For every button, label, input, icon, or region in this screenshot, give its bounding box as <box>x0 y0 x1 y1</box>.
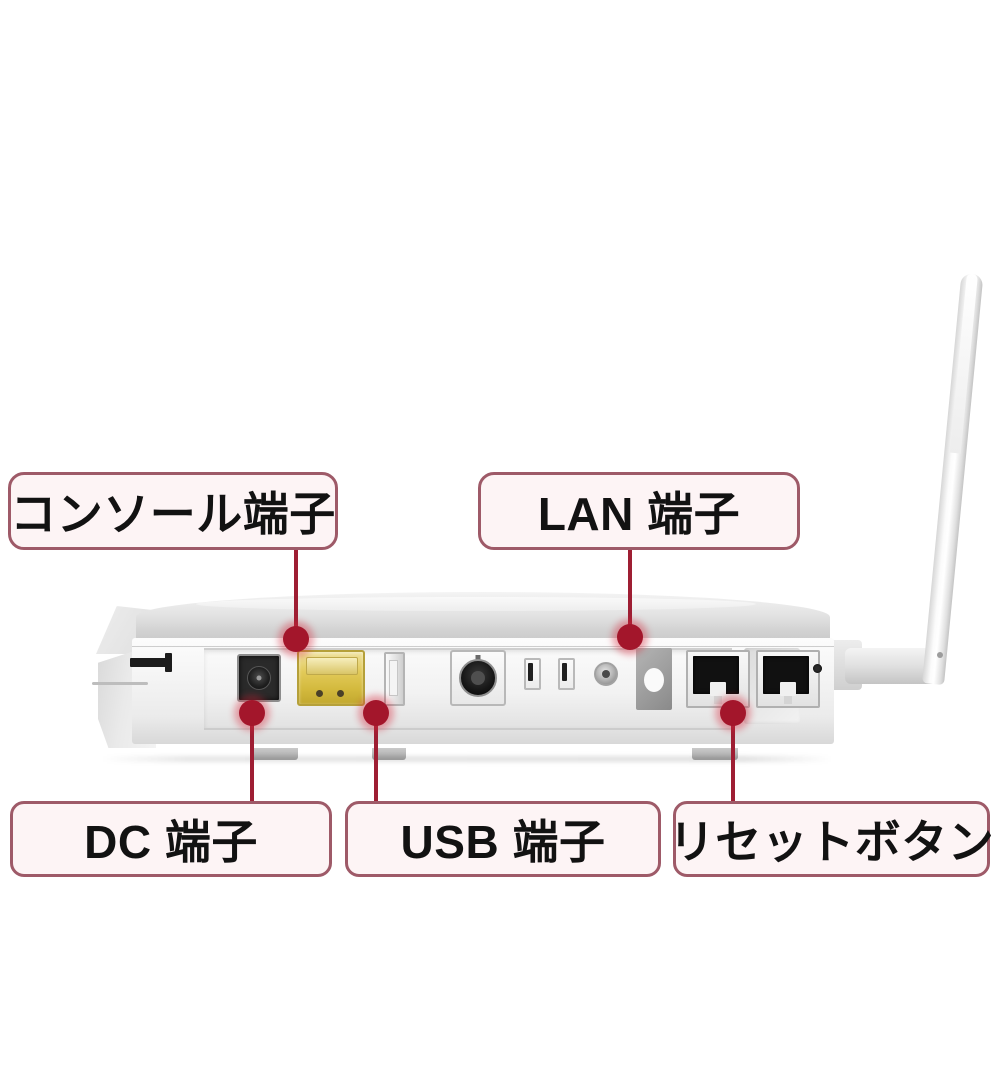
antenna-screw <box>937 652 943 658</box>
callout-label-console: コンソール端子 <box>8 472 338 550</box>
lan-port-key <box>780 682 796 696</box>
leader-line-usb <box>374 712 378 804</box>
dc-center-pin <box>256 675 262 681</box>
reset-pinhole <box>813 664 822 673</box>
din-ring <box>459 659 497 697</box>
mini-slot-inner <box>562 663 567 681</box>
console-contact <box>337 690 344 697</box>
usb-tongue <box>389 660 398 696</box>
lan-port-key <box>710 682 726 696</box>
callout-label-dc: DC 端子 <box>10 801 332 877</box>
usb-port <box>384 652 405 706</box>
marker-dot-dc <box>239 700 265 726</box>
rubber-foot <box>372 748 406 760</box>
leader-line-dc <box>250 712 254 804</box>
security-lock-slot-icon <box>130 653 172 672</box>
console-contact <box>316 690 323 697</box>
console-slot <box>306 657 358 675</box>
dc-power-jack <box>237 654 281 702</box>
gray-block <box>636 648 672 710</box>
top-cover-highlight <box>196 597 756 611</box>
leader-line-lan <box>628 549 632 637</box>
rubber-foot <box>250 748 298 760</box>
marker-dot-console <box>283 626 309 652</box>
device-top-cover <box>136 592 830 646</box>
gray-block-hole <box>644 668 664 692</box>
console-port <box>297 650 365 706</box>
round-jack <box>594 662 618 686</box>
base-shadow <box>102 756 832 762</box>
leader-line-console <box>294 549 298 641</box>
lan-port <box>756 650 820 708</box>
mini-slot <box>524 658 541 690</box>
wifi-antenna-icon <box>922 272 984 686</box>
mini-slot-inner <box>528 663 533 681</box>
face-seam <box>132 646 834 647</box>
mini-slot <box>558 658 575 690</box>
marker-dot-lan <box>617 624 643 650</box>
side-groove <box>92 682 148 685</box>
marker-dot-reset <box>720 700 746 726</box>
router-device <box>92 592 834 762</box>
leader-line-reset <box>731 712 735 804</box>
marker-dot-usb <box>363 700 389 726</box>
callout-label-reset: リセットボタン <box>669 801 994 877</box>
lan-port <box>686 650 750 708</box>
din-connector <box>450 650 506 706</box>
callout-label-lan: LAN 端子 <box>478 472 800 550</box>
rubber-foot <box>692 748 738 760</box>
callout-label-usb: USB 端子 <box>345 801 661 877</box>
lan-port-tab <box>784 696 792 704</box>
lan-port-tab <box>714 696 722 704</box>
